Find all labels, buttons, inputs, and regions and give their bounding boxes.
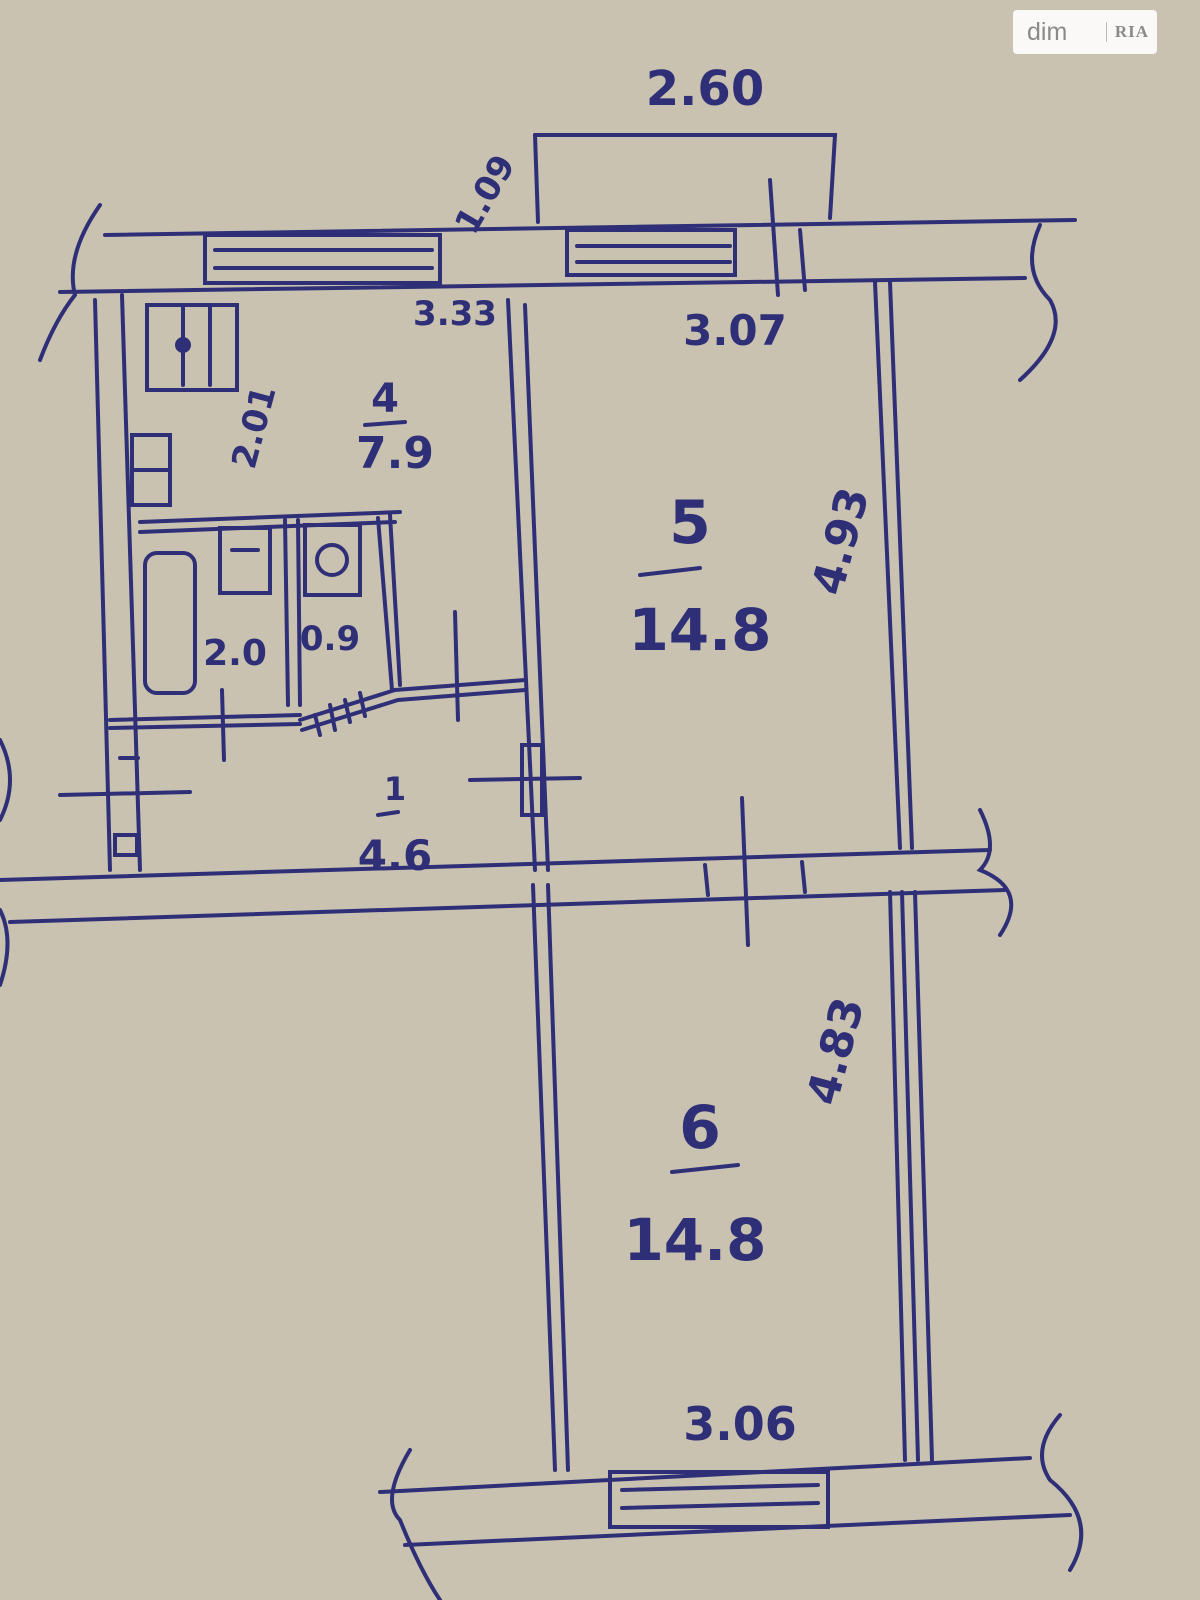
room6-right-wall-mid (900, 890, 920, 1462)
watermark-badge: RIA (1105, 22, 1149, 42)
balcony-left-edge (533, 133, 540, 224)
break-mark-middle-left (0, 738, 12, 822)
middle-wall-lower (8, 888, 1007, 924)
bottom-wall-upper (378, 1456, 1032, 1494)
window-kitchen (203, 233, 442, 285)
room5-right-wall-outer (873, 280, 902, 850)
balcony-door-mark (798, 228, 807, 292)
bath-bottom-wall (108, 713, 302, 722)
break-mark-top-right (1018, 223, 1058, 382)
door-tick (220, 688, 226, 762)
bath-wc-wall-inner (296, 518, 302, 707)
middle-wall-upper (0, 848, 992, 882)
room-area-wc: 0.9 (300, 619, 360, 659)
room-area-room6: 14.8 (623, 1206, 766, 1274)
bath-top-wall (138, 510, 402, 524)
room-number-kitchen: 4 (371, 376, 399, 422)
wall-post (113, 833, 139, 857)
partition-kitchen-room5-inner (523, 303, 550, 872)
watermark-text: dim (1027, 17, 1068, 46)
fraction-bar-hall (376, 810, 400, 817)
room-area-kitchen: 7.9 (356, 428, 434, 479)
door-tick (703, 863, 710, 897)
dim-balcony-width: 2.60 (646, 61, 764, 117)
door-hatch (328, 703, 337, 732)
door-mark-room5 (468, 776, 582, 782)
door-tick (800, 860, 807, 894)
break-mark-bottom-left (390, 1448, 442, 1600)
break-mark-bottom-right (1040, 1413, 1084, 1572)
toilet (303, 523, 362, 597)
break-mark-middle-left-lower (0, 908, 10, 987)
room5-right-wall-inner (888, 280, 914, 850)
washbasin (218, 526, 272, 595)
wc-right-wall (376, 516, 394, 692)
stove (145, 303, 239, 392)
top-wall-inner (58, 276, 1027, 294)
left-wall-inner (120, 293, 142, 872)
walls (0, 133, 1084, 1600)
door-mark-room6 (740, 796, 750, 947)
break-mark-middle-right (976, 808, 1014, 937)
dim-kitchen-width: 3.33 (413, 294, 497, 334)
door-hatch (358, 691, 367, 718)
balcony-outline (533, 133, 838, 220)
dim-room5-width: 3.07 (683, 306, 787, 355)
room-number-room6: 6 (679, 1093, 721, 1163)
room-area-bath: 2.0 (203, 633, 267, 674)
room-number-room5: 5 (669, 488, 711, 558)
dim-kitchen-depth: 2.01 (224, 381, 284, 472)
partition-room6-left-inner (546, 883, 570, 1472)
room6-right-wall-outer (888, 890, 907, 1462)
door-hatch (313, 713, 322, 737)
door-hatch (343, 698, 352, 724)
partition-room6-left (531, 883, 557, 1472)
bath-wc-wall (283, 518, 290, 707)
dim-room6-length: 4.83 (797, 992, 874, 1110)
break-mark-top-left (38, 203, 102, 362)
bathtub (143, 551, 197, 695)
wc-right-wall-inner (388, 513, 402, 687)
bottom-wall-lower (403, 1513, 1072, 1547)
fraction-bar-kitchen (363, 420, 407, 427)
room-area-room5: 14.8 (628, 596, 771, 664)
partition-kitchen-room5 (506, 298, 537, 872)
dim-room6-width: 3.06 (683, 1397, 797, 1451)
fraction-bars (363, 420, 740, 1174)
left-wall-outer (93, 298, 112, 872)
room-area-hall: 4.6 (358, 831, 432, 880)
balcony-door-mark (768, 178, 780, 297)
top-wall-outer (103, 218, 1077, 237)
bath-bottom-wall-inner (108, 722, 302, 730)
fraction-bar-room5 (638, 566, 702, 577)
entry-door-mark (58, 790, 192, 797)
door-room5 (520, 743, 544, 817)
room-number-hall: 1 (384, 770, 406, 808)
window-room6-pane (620, 1501, 820, 1510)
window-room6-pane (620, 1483, 820, 1492)
dim-room5-length: 4.93 (802, 482, 879, 600)
window-room6 (608, 1470, 830, 1529)
toilet-bowl (315, 543, 349, 577)
room6-right-wall-inner (913, 890, 934, 1462)
door-tick (453, 610, 460, 722)
window-room5 (565, 228, 737, 277)
dimria-watermark: dim RIA (1013, 10, 1157, 54)
fraction-bar-room6 (670, 1163, 740, 1174)
